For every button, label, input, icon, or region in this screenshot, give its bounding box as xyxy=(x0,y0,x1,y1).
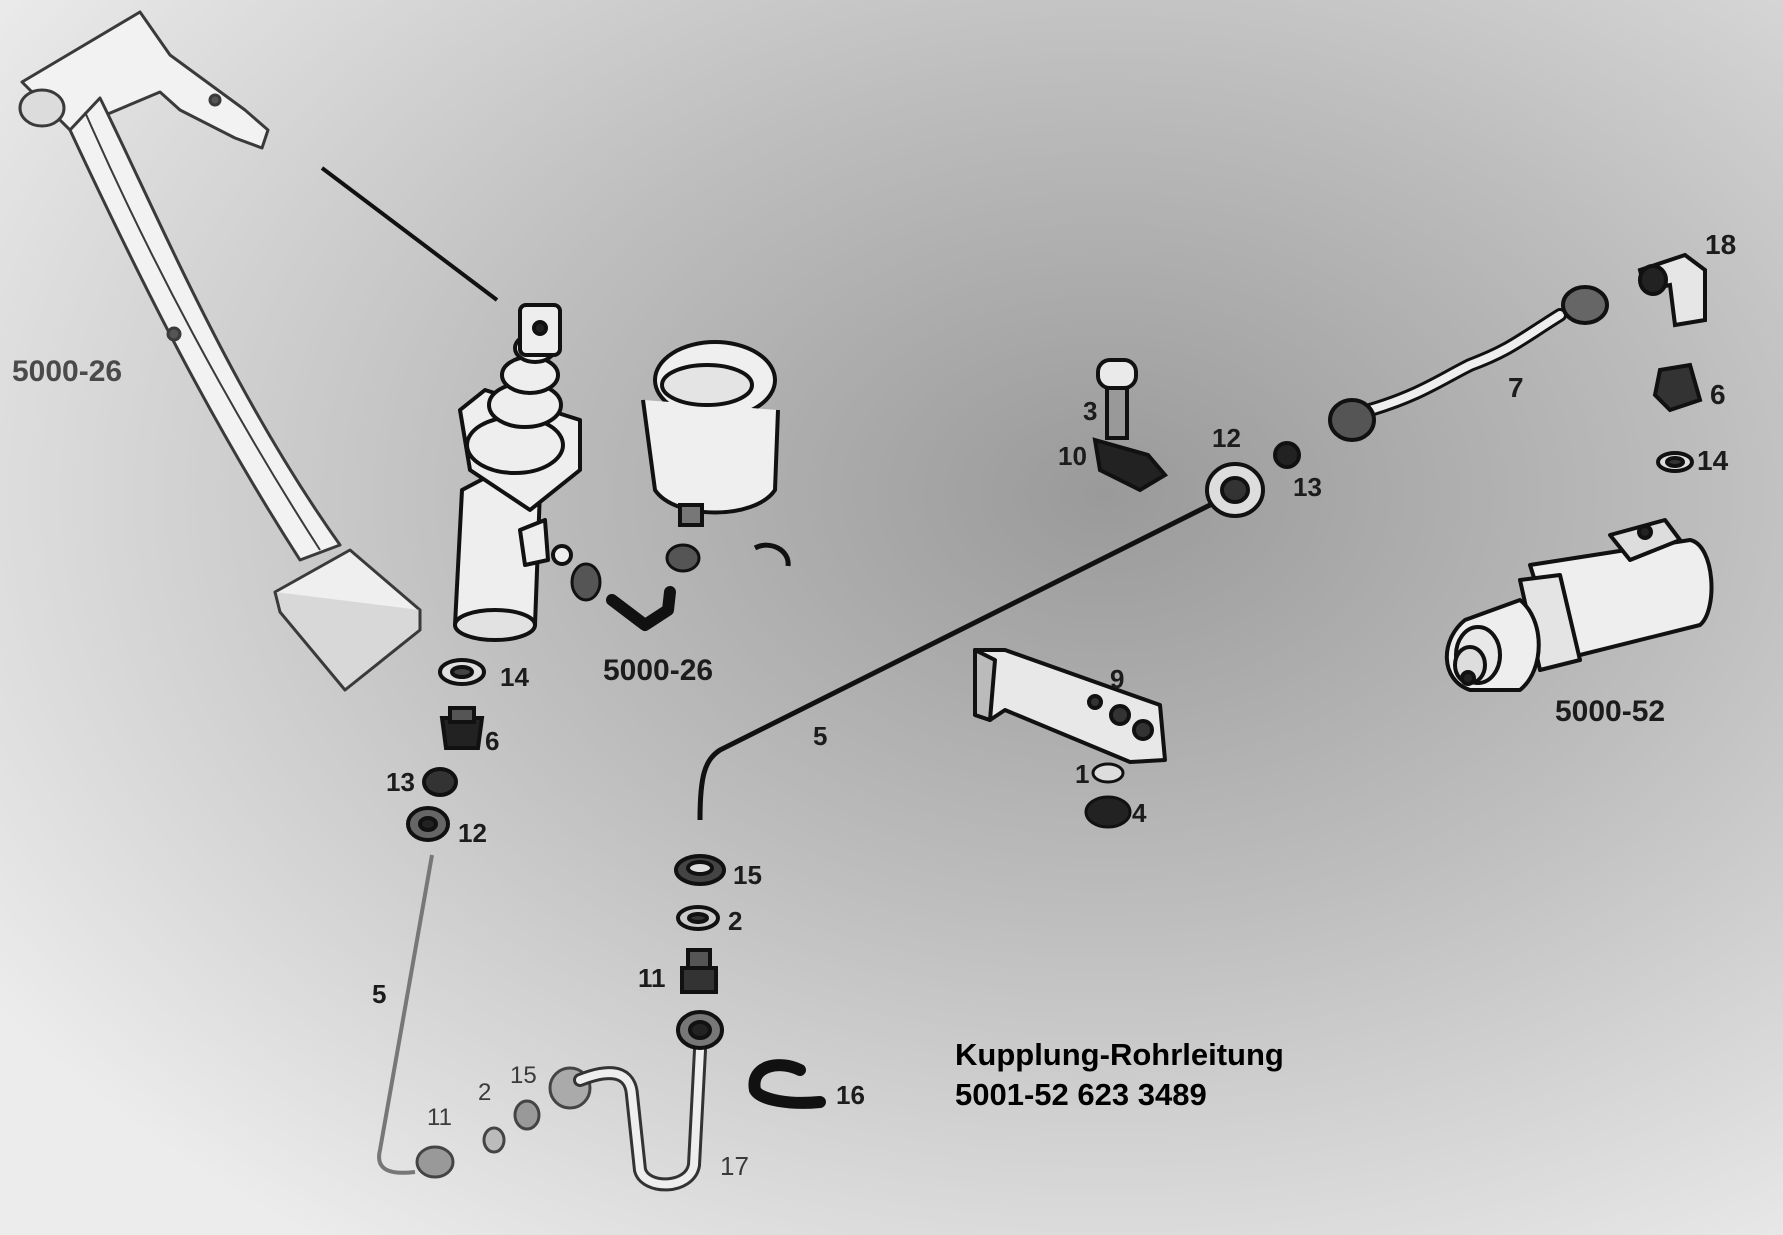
clutch-pedal xyxy=(18,10,422,692)
caption-title: Kupplung-Rohrleitung xyxy=(955,1037,1284,1072)
bracket-9 xyxy=(973,648,1167,764)
label-part-4: 4 xyxy=(1132,798,1147,828)
hose-16 xyxy=(748,1059,826,1109)
label-part-7: 7 xyxy=(1508,372,1524,403)
middle-fitting-stack xyxy=(674,854,726,1050)
hose-fittings xyxy=(570,542,791,602)
seal-13-left xyxy=(422,767,458,797)
label-part-6-left: 6 xyxy=(485,726,499,756)
nut-12-right xyxy=(1205,441,1301,518)
label-part-14-right: 14 xyxy=(1697,445,1729,476)
label-part-17: 17 xyxy=(720,1151,749,1181)
label-part-14-left: 14 xyxy=(500,662,529,692)
label-part-11-upper: 11 xyxy=(638,963,666,993)
label-pedal-assembly: 5000-26 xyxy=(12,355,122,388)
label-part-16: 16 xyxy=(836,1080,865,1110)
label-master-cylinder-assembly: 5000-26 xyxy=(603,654,713,687)
slave-cylinder xyxy=(1444,518,1714,692)
label-part-6-right: 6 xyxy=(1710,379,1726,410)
label-part-10: 10 xyxy=(1058,441,1087,471)
label-part-1: 1 xyxy=(1075,759,1089,789)
washers-1-4 xyxy=(1084,762,1132,829)
label-part-2-upper: 2 xyxy=(728,906,742,936)
caption-part-number: 5001-52 623 3489 xyxy=(955,1077,1207,1112)
label-part-13-right: 13 xyxy=(1293,472,1322,502)
label-part-5-upper: 5 xyxy=(813,721,827,751)
label-slave-cylinder-assembly: 5000-52 xyxy=(1555,695,1665,728)
hose-and-clamp xyxy=(606,586,676,631)
label-part-5-lower: 5 xyxy=(372,979,386,1009)
right-fitting-stack xyxy=(1637,252,1707,473)
label-part-15-lower: 15 xyxy=(510,1062,537,1089)
pedal-leader-line xyxy=(320,166,499,302)
label-part-15-upper: 15 xyxy=(733,860,762,890)
label-part-11-lower: 11 xyxy=(427,1104,452,1131)
left-fitting-stack xyxy=(406,658,486,842)
label-part-9: 9 xyxy=(1110,664,1124,694)
pipe-5-lower xyxy=(377,854,434,1175)
fluid-reservoir xyxy=(641,340,780,527)
label-part-12-left: 12 xyxy=(458,818,487,848)
pipe-7 xyxy=(1328,285,1609,442)
label-part-3: 3 xyxy=(1083,396,1097,426)
pipe-5-upper xyxy=(697,502,1212,821)
master-cylinder xyxy=(453,303,582,642)
label-part-12-right: 12 xyxy=(1212,423,1241,453)
bolt-3-clip-10 xyxy=(1092,358,1169,493)
diagram-caption: Kupplung-Rohrleitung 5001-52 623 3489 xyxy=(955,1035,1284,1115)
label-part-2-lower: 2 xyxy=(478,1079,491,1106)
label-part-13-left: 13 xyxy=(386,767,415,797)
label-part-18: 18 xyxy=(1705,229,1736,260)
